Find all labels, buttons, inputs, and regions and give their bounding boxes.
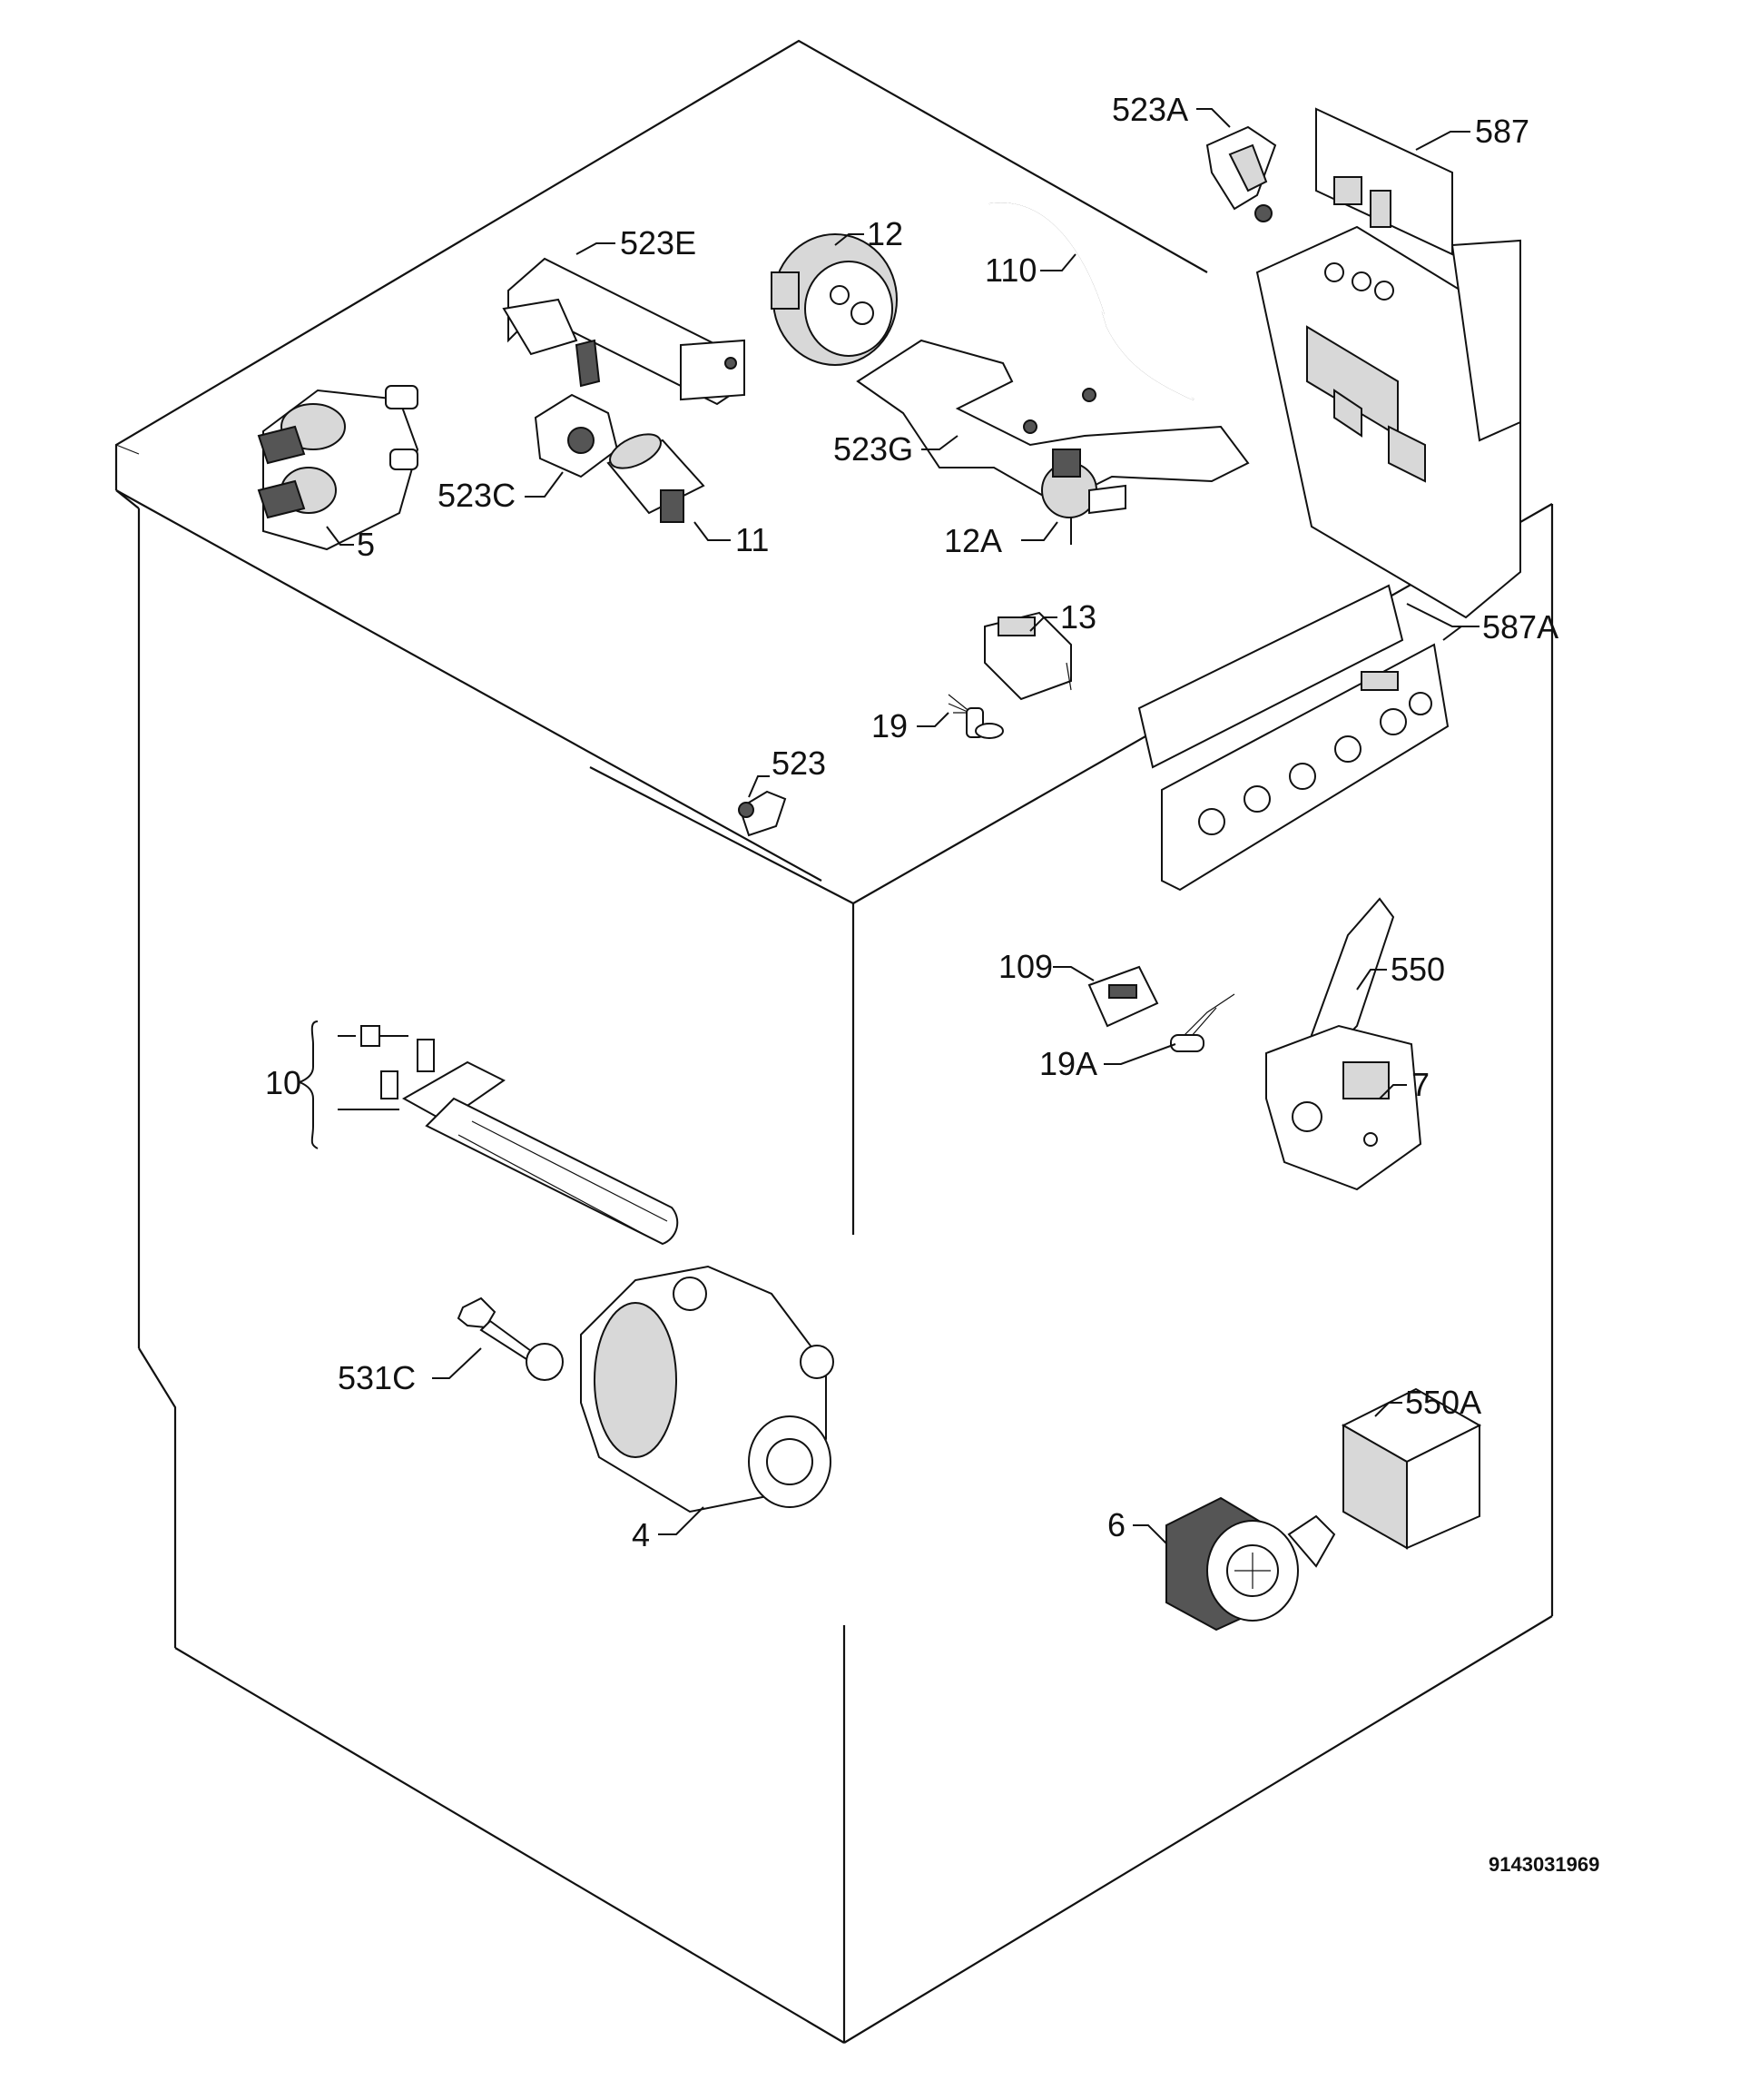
part-12-drawing — [771, 233, 898, 366]
part-7-drawing — [1265, 1024, 1422, 1191]
label-531c: 531C — [338, 1359, 416, 1396]
part-12a-drawing — [1041, 449, 1126, 545]
part-109-drawing — [1087, 965, 1159, 1028]
document-number: 9143031969 — [1489, 1853, 1599, 1876]
part-550a-drawing — [1341, 1387, 1482, 1550]
label-5: 5 — [357, 526, 375, 563]
label-523a: 523A — [1112, 91, 1188, 128]
part-11-drawing — [606, 433, 705, 523]
part-6-drawing — [1165, 1496, 1336, 1632]
label-19: 19 — [871, 707, 908, 744]
part-4-drawing — [526, 1265, 834, 1513]
label-550a: 550A — [1405, 1384, 1481, 1421]
label-13: 13 — [1060, 598, 1096, 636]
label-523e: 523E — [620, 224, 696, 261]
label-587: 587 — [1475, 113, 1529, 150]
part-19a-drawing — [1170, 993, 1235, 1052]
part-523-drawing — [738, 790, 787, 837]
leader-lines — [297, 108, 1479, 1544]
part-587a-drawing — [1137, 584, 1450, 892]
label-4: 4 — [632, 1516, 650, 1553]
label-12a: 12A — [944, 522, 1002, 559]
label-587a: 587A — [1482, 608, 1558, 646]
label-550: 550 — [1391, 951, 1445, 988]
part-19-drawing — [948, 694, 1004, 739]
part-523e-drawing — [502, 257, 745, 406]
label-523c: 523C — [437, 477, 516, 514]
part-5-drawing — [257, 385, 419, 551]
label-523: 523 — [772, 744, 826, 782]
label-7: 7 — [1411, 1066, 1430, 1103]
label-110: 110 — [985, 251, 1037, 289]
part-523a-drawing — [1205, 125, 1277, 222]
label-6: 6 — [1107, 1506, 1126, 1543]
label-11: 11 — [735, 521, 769, 558]
part-523c-drawing — [534, 339, 619, 478]
part-labels: 523A 587 523E 12 110 523G 523C 5 11 12A … — [265, 91, 1599, 1876]
label-19a: 19A — [1039, 1045, 1097, 1082]
part-13-drawing — [984, 611, 1072, 701]
part-523g-drawing — [856, 339, 1250, 506]
part-587-drawing — [1255, 107, 1521, 619]
label-523g: 523G — [833, 430, 913, 468]
label-10: 10 — [265, 1064, 301, 1101]
label-109: 109 — [998, 948, 1053, 985]
part-10-drawing — [360, 1025, 679, 1246]
part-531c-drawing — [457, 1296, 533, 1361]
label-12: 12 — [867, 215, 903, 252]
